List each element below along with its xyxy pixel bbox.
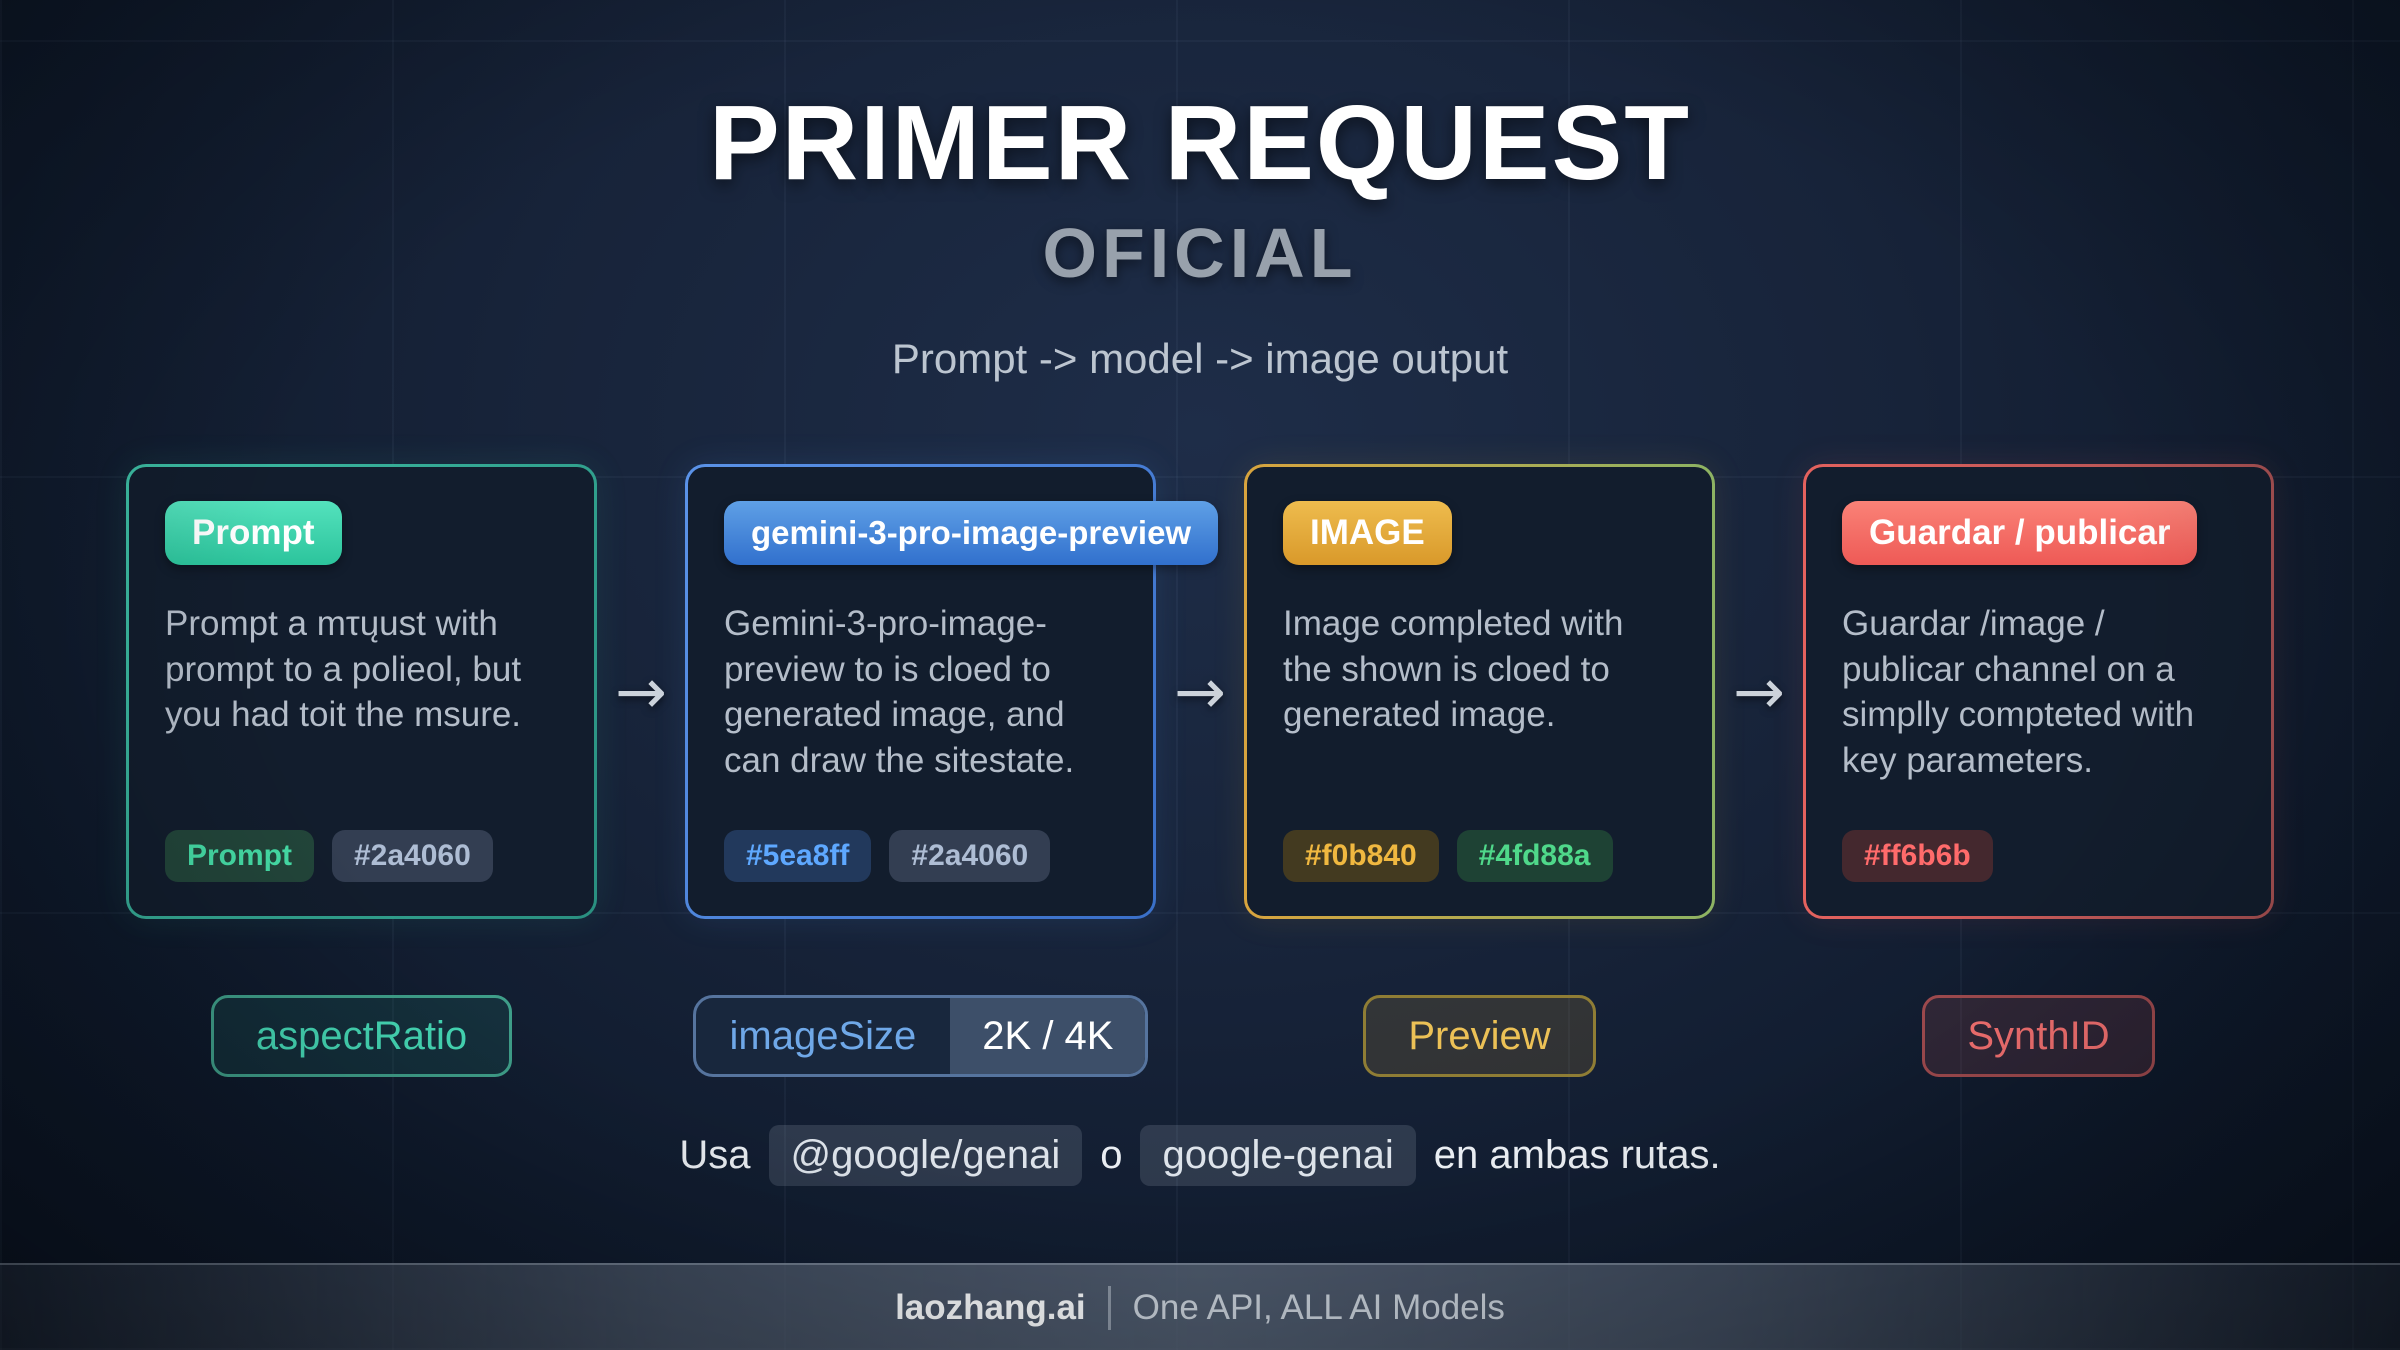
prompt-badge: Prompt	[165, 501, 342, 565]
chip-color-f0b840: #f0b840	[1283, 830, 1439, 882]
footer-bar: laozhang.ai One API, ALL AI Models	[0, 1263, 2400, 1350]
page-subtitle: OFICIAL	[1042, 214, 1358, 292]
prompt-card-chips: Prompt #2a4060	[165, 830, 493, 882]
aspect-ratio-button[interactable]: aspectRatio	[210, 995, 513, 1077]
card-prompt: Prompt Prompt a mτųust with prompt to a …	[126, 464, 597, 919]
chip-color-5ea8ff: #5ea8ff	[724, 830, 872, 882]
note-prefix: Usa	[679, 1133, 751, 1177]
chip-color-2a4060: #2a4060	[332, 830, 493, 882]
steps-row: Prompt Prompt a mτųust with prompt to a …	[0, 464, 2400, 919]
arrow-cell-2: →	[1156, 464, 1244, 919]
model-card-chips: #5ea8ff #2a4060	[724, 830, 1051, 882]
note-conjunction: o	[1100, 1133, 1123, 1177]
image-badge: IMAGE	[1283, 501, 1452, 565]
usage-note: Usa @google/genai o google-genai en amba…	[0, 1125, 2400, 1186]
arrow-right-icon: →	[1174, 655, 1226, 728]
arrow-cell-3: →	[1715, 464, 1803, 919]
brand-name: laozhang.ai	[895, 1287, 1086, 1327]
prompt-card-text: Prompt a mτųust with prompt to a polieol…	[165, 604, 522, 734]
guardar-card-text: Guardar /image / publicar channel on a s…	[1842, 604, 2195, 780]
card-model: gemini-3-pro-image-preview Gemini-3-pro-…	[685, 464, 1219, 919]
card-image: IMAGE Image completed with the shown is …	[1244, 464, 1715, 919]
flow-description: Prompt -> model -> image output	[891, 335, 1509, 382]
arrow-cell-1: →	[597, 464, 685, 919]
chip-color-ff6b6b: #ff6b6b	[1842, 830, 1993, 882]
image-size-label: imageSize	[729, 1013, 917, 1058]
chip-color-2a4060: #2a4060	[889, 830, 1051, 882]
image-size-value: 2K / 4K	[950, 998, 1146, 1074]
arrow-right-icon: →	[1733, 655, 1785, 728]
footer-divider	[1107, 1285, 1111, 1330]
package-google-genai: google-genai	[1140, 1125, 1416, 1186]
header: PRIMER REQUEST OFICIAL Prompt -> model -…	[0, 0, 2400, 380]
model-badge: gemini-3-pro-image-preview	[724, 501, 1219, 565]
chip-prompt: Prompt	[165, 830, 314, 882]
package-google-genai-scoped: @google/genai	[768, 1125, 1083, 1186]
image-card-text: Image completed with the shown is cloed …	[1283, 604, 1624, 734]
page-title: PRIMER REQUEST	[708, 84, 1692, 202]
note-suffix: en ambas rutas.	[1433, 1133, 1721, 1177]
model-card-text: Gemini-3-pro-image-preview to is cloed t…	[724, 604, 1075, 780]
card-guardar: Guardar / publicar Guardar /image / publ…	[1803, 464, 2274, 919]
arrow-right-icon: →	[615, 655, 667, 728]
parameters-row: aspectRatio imageSize 2K / 4K Preview Sy…	[0, 995, 2400, 1077]
guardar-card-chips: #ff6b6b	[1842, 830, 1993, 882]
image-size-button[interactable]: imageSize 2K / 4K	[692, 995, 1149, 1077]
image-card-chips: #f0b840 #4fd88a	[1283, 830, 1613, 882]
footer-tagline: One API, ALL AI Models	[1132, 1287, 1505, 1327]
guardar-badge: Guardar / publicar	[1842, 501, 2198, 565]
preview-button[interactable]: Preview	[1363, 995, 1596, 1077]
chip-color-4fd88a: #4fd88a	[1456, 830, 1613, 882]
synthid-button[interactable]: SynthID	[1922, 995, 2155, 1077]
